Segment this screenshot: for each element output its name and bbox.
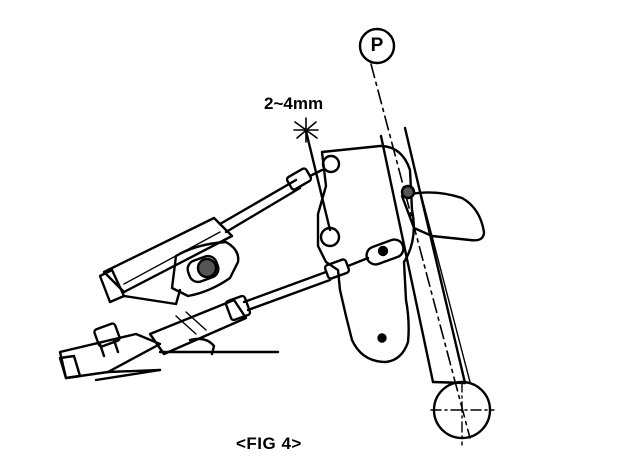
lever-knob: [430, 380, 495, 446]
detent-roller: [400, 184, 416, 200]
detent-cam: [400, 191, 486, 242]
p-marker-label: P: [370, 35, 384, 56]
gap-link: [304, 129, 332, 232]
lever-centerline: [370, 63, 471, 439]
shift-lever: [379, 126, 471, 385]
gap-annotation: 2~4mm: [264, 94, 324, 113]
pivot-bracket: [122, 240, 240, 306]
upper-cable: [218, 167, 324, 234]
mounting-bracket: [58, 332, 280, 382]
adjuster-nut: [93, 322, 121, 358]
figure-caption: <FIG 4>: [236, 434, 302, 453]
bracket-upper-hole: [321, 154, 341, 174]
lower-cable: [242, 256, 370, 312]
p-marker-circle: [358, 27, 396, 65]
lower-cable-adjuster: [148, 294, 252, 356]
bracket-lower-hole: [377, 333, 387, 343]
bracket-slot-pin: [377, 245, 389, 257]
bracket-plate: [316, 144, 415, 364]
